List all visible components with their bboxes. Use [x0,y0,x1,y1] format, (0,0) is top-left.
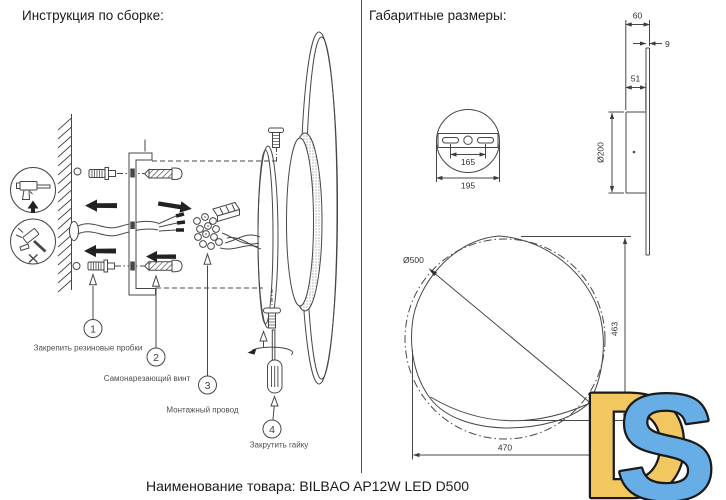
arrow-left-upper [85,199,117,212]
front-view: Ø500 463 470 [403,235,631,460]
dim-195: 195 [461,181,475,191]
rubber-plug-top [88,167,116,180]
step-3-label: Монтажный провод [166,406,239,415]
assembly-title: Инструкция по сборке: [22,8,164,23]
rotation-arrow [251,346,294,356]
step-4-number: 4 [269,424,275,436]
panel-divider [361,0,362,473]
supply-cable [77,212,186,237]
dimensions-title: Габаритные размеры: [369,8,507,23]
arrow-left-screw [146,250,176,263]
wall-hole-top [73,167,82,176]
step-1-number: 1 [90,323,96,335]
step-1-label: Закрепить резиновые пробки [34,344,143,353]
logo-letter-s: S [616,363,716,500]
arrow-left-lower [84,244,116,258]
step-1-callout: 1 Закрепить резиновые пробки [34,272,143,353]
x-mark-icon [28,253,38,264]
step-4-callout: 4 Закрутить гайку [250,419,309,450]
mount-plate [257,145,279,329]
step-2-number: 2 [153,352,159,364]
dim-9: 9 [665,39,670,49]
assembly-diagram: 1 Закрепить резиновые пробки 2 Самонарез… [10,31,338,450]
step-3-callout: 3 Монтажный провод [166,252,239,415]
nut-assembly [247,307,294,420]
mounting-bracket [128,139,156,296]
bracket-detail-view: 165 195 [435,109,501,191]
side-view: 60 9 51 Ø200 [596,11,670,256]
product-name: Наименование товара: BILBAO AP12W LED D5… [146,478,470,494]
dim-470: 470 [498,443,512,453]
step-4-label: Закрутить гайку [250,441,309,450]
step-3-number: 3 [205,380,211,392]
screw-top [143,167,183,180]
step-2-callout: 2 Самонарезающий винт [104,274,191,383]
cable-gland [69,221,79,241]
wall [57,114,82,293]
dim-200: Ø200 [596,142,606,163]
dim-51: 51 [631,74,641,84]
dim-463: 463 [610,322,620,336]
rubber-plug-bottom [87,259,115,273]
dimension-drawings: 165 195 60 [403,11,670,460]
hammer-tool-icon [10,218,56,265]
dim-165: 165 [461,157,475,167]
step-2-label: Самонарезающий винт [104,374,191,383]
drill-tool-icon [10,167,56,213]
ds-logo: D S [579,359,719,500]
screw-bottom [143,259,183,273]
led-ring [286,132,323,312]
fixing-bolt-top [268,127,284,148]
dim-500: Ø500 [403,255,424,265]
arrow-right-wires [157,201,192,213]
logo-letter-d: D [581,361,689,500]
wire-connector-cluster [193,201,262,250]
dim-60: 60 [633,11,643,21]
wall-hole-bottom [72,262,81,270]
